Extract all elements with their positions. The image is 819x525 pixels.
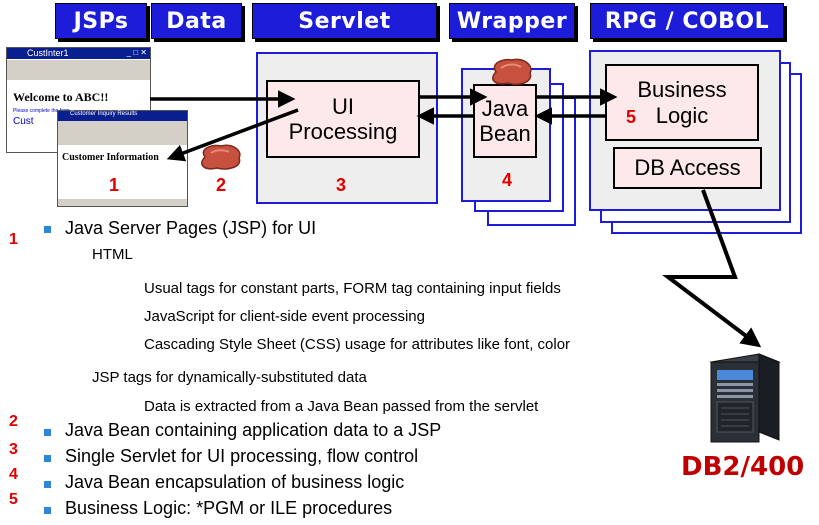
form-link: Please complete the form: [13, 108, 70, 114]
bullet-square-icon: [44, 507, 51, 514]
step-number-5: 5: [626, 107, 637, 127]
bullet-number: 4: [9, 466, 18, 483]
cust-label: Cust: [13, 116, 34, 127]
results-window-title: Customer Inquiry Results: [70, 111, 138, 117]
bullet-square-icon: [44, 429, 51, 436]
bullet-text: Java Bean containing application data to…: [65, 420, 442, 440]
sub-item-css: Cascading Style Sheet (CSS) usage for at…: [144, 336, 571, 353]
sub-item-usual-tags: Usual tags for constant parts, FORM tag …: [144, 280, 561, 297]
bullet-number: 3: [9, 441, 18, 458]
step-number-2: 2: [216, 175, 227, 195]
welcome-text: Welcome to ABC!!: [13, 90, 109, 104]
db-access-box: DB Access: [613, 147, 762, 189]
header-rpg-cobol: RPG / COBOL: [590, 3, 784, 39]
bullet-text: Business Logic: *PGM or ILE procedures: [65, 498, 393, 518]
bullet-number: 2: [9, 413, 18, 430]
sub-item-javascript: JavaScript for client-side event process…: [144, 308, 425, 325]
bullet-text: Single Servlet for UI processing, flow c…: [65, 446, 419, 466]
window-title-bar: [58, 111, 187, 121]
step-number-4: 4: [502, 170, 513, 190]
header-wrapper: Wrapper: [449, 3, 575, 39]
step-number-1: 1: [109, 175, 120, 195]
bullet-number: 1: [9, 231, 18, 248]
bullet-square-icon: [44, 481, 51, 488]
browser-toolbar: [7, 60, 150, 80]
sub-item-data-extracted: Data is extracted from a Java Bean passe…: [144, 398, 539, 415]
bullet-text: Java Bean encapsulation of business logi…: [65, 472, 405, 492]
header-servlet: Servlet: [252, 3, 437, 39]
bullet-text: Java Server Pages (JSP) for UI: [65, 218, 317, 238]
window-title: CustInter1: [27, 48, 69, 58]
bullet-square-icon: [44, 455, 51, 462]
data-blob-icon: [492, 58, 532, 86]
step-number-3: 3: [336, 175, 347, 195]
server-icon: [709, 353, 781, 443]
bullet-square-icon: [44, 226, 51, 233]
db-label: DB2/400: [681, 452, 805, 482]
sub-item-jsp-tags: JSP tags for dynamically-substituted dat…: [92, 369, 367, 386]
customer-info-heading: Customer Information: [62, 152, 159, 163]
browser-toolbar: [58, 121, 187, 145]
header-jsps: JSPs: [55, 3, 147, 39]
business-logic-box: Business Logic: [605, 64, 759, 141]
window-controls-icon: _ □ ✕: [126, 48, 147, 57]
header-data: Data: [151, 3, 242, 39]
browser-window-results: Customer Inquiry Results Customer Inform…: [57, 110, 188, 207]
zigzag-db-arrow: [662, 189, 762, 348]
bullet-number: 5: [9, 491, 18, 508]
browser-statusbar: [58, 199, 187, 206]
arrow-servlet-to-jsp: [166, 108, 299, 162]
window-title-bar: [7, 48, 150, 59]
sub-item-html: HTML: [92, 246, 133, 263]
data-blob-icon: [201, 144, 241, 170]
